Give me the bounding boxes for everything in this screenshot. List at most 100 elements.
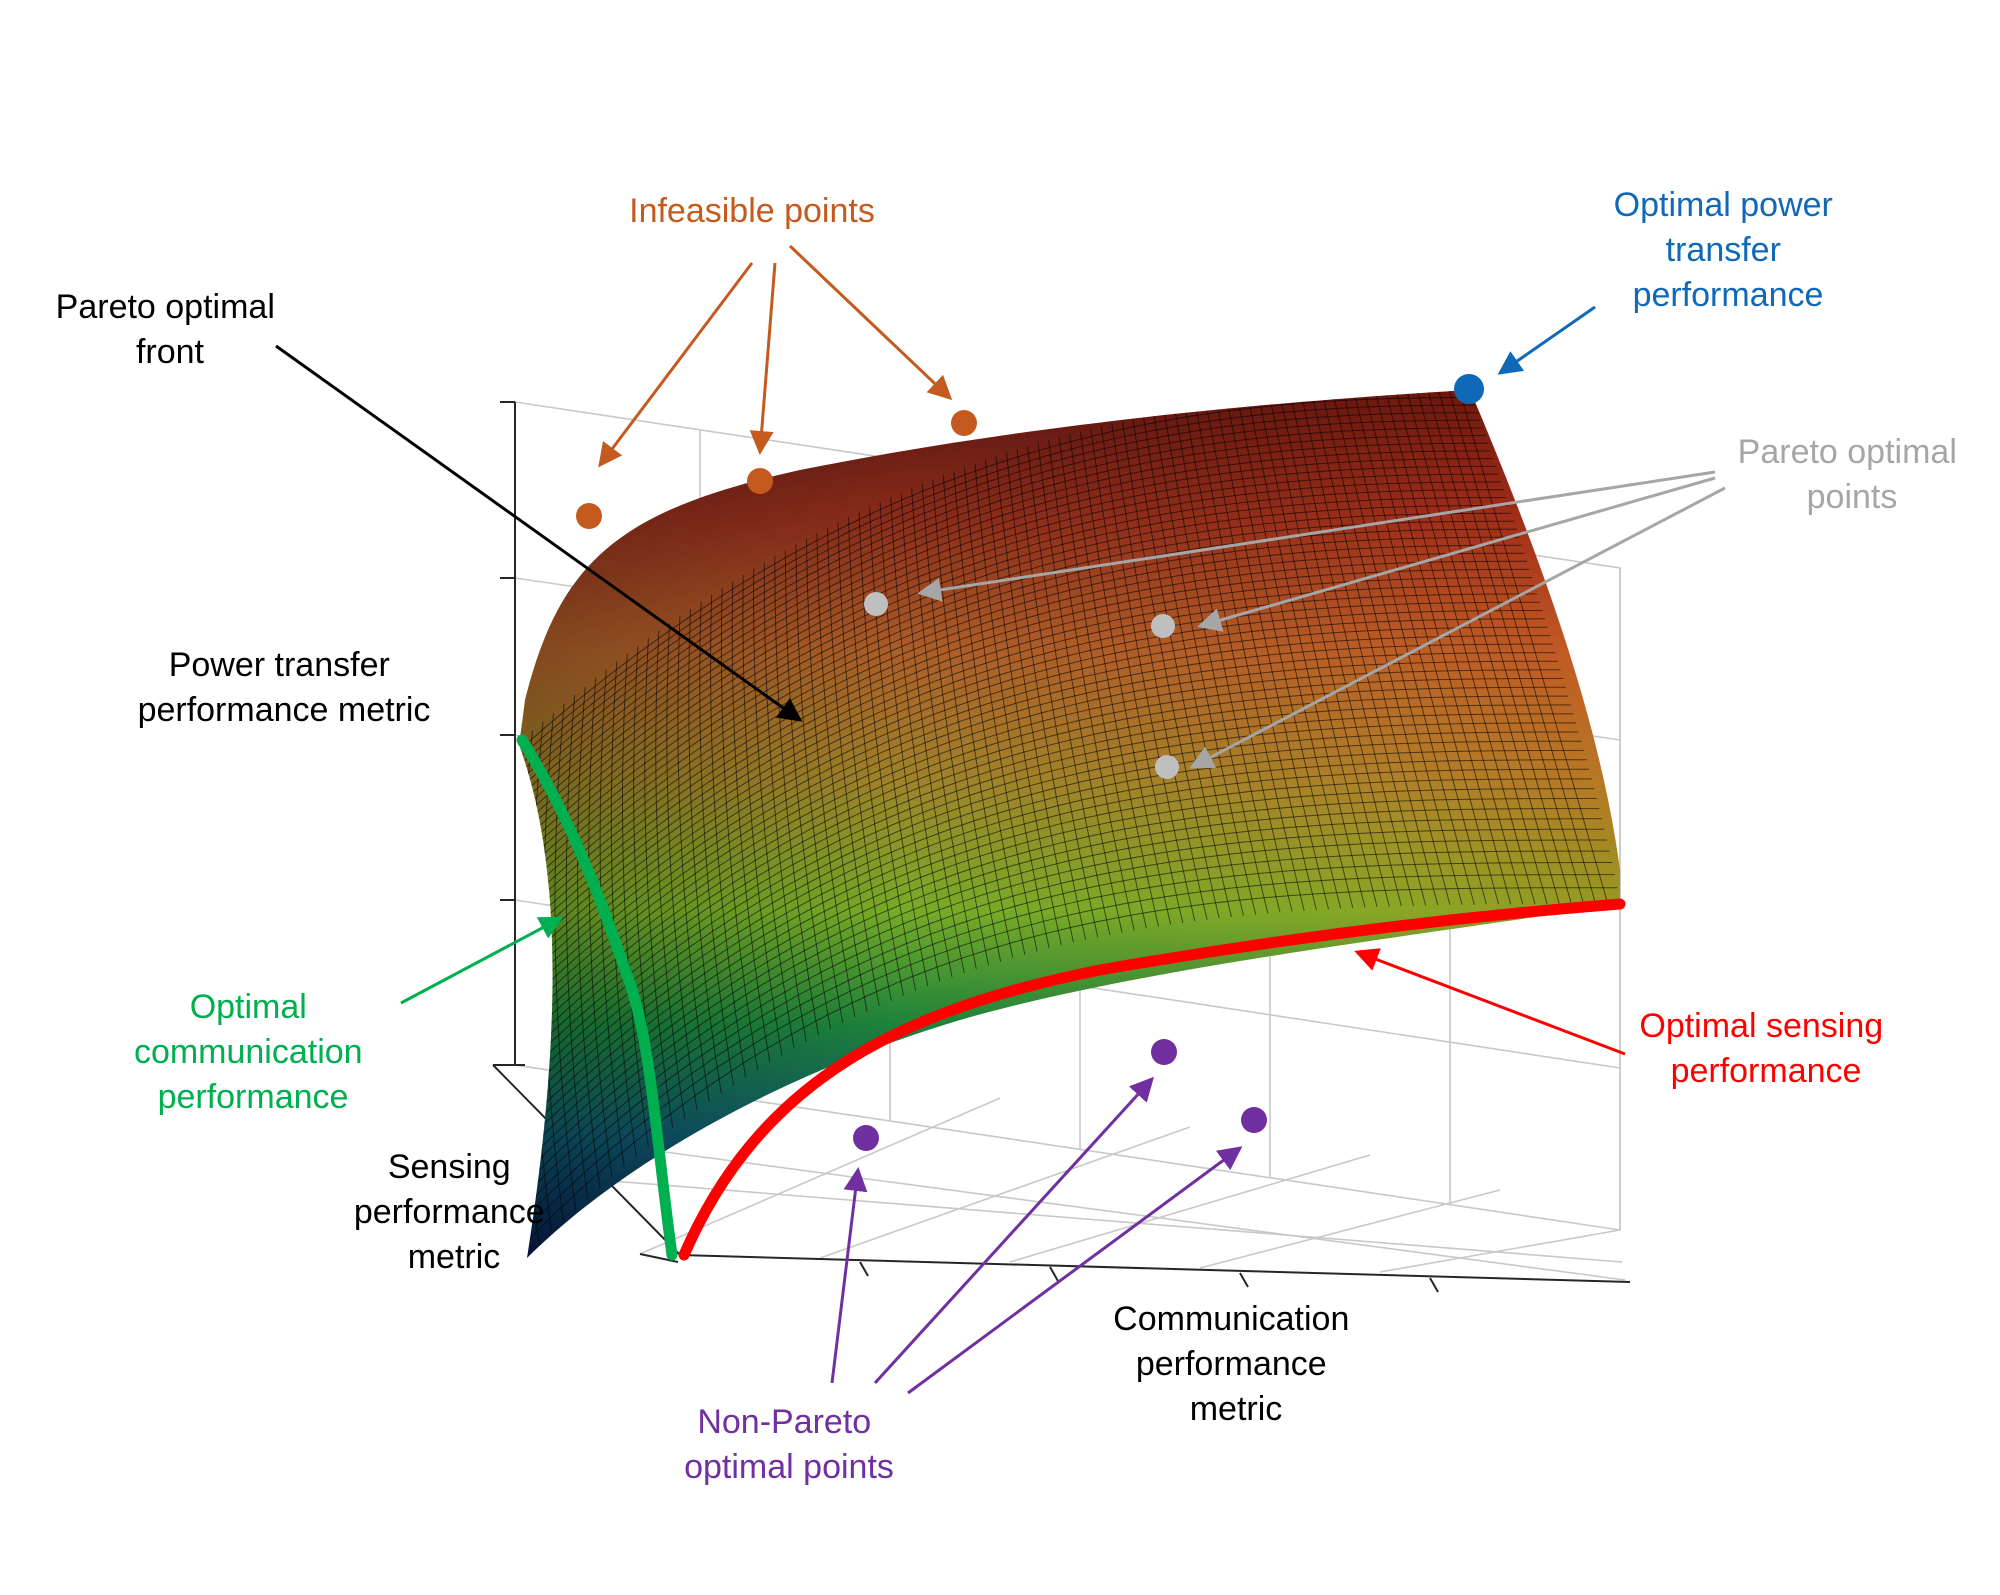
mesh-column-line [610,661,637,1157]
mesh-row-line [526,862,1613,1217]
non-pareto-label-line: optimal points [684,1448,894,1486]
floor-gridline [1009,1154,1371,1263]
mesh-row-line [522,427,1483,779]
infeasible-point [747,468,773,494]
mesh-column-line [774,556,819,1036]
mesh-column-line [1322,393,1451,906]
optimal-communication-label-line: performance [158,1078,349,1116]
mesh-column-line [588,678,613,1178]
power-axis-label-line: performance metric [138,691,431,729]
pareto-optimal-point [864,592,888,616]
mesh-column-line [784,550,832,1030]
mesh-column-line [1459,390,1609,905]
pareto-front-label: Pareto optimal front [56,288,285,371]
mesh-column-line [688,608,722,1094]
mesh-column-line [621,653,649,1147]
communication-axis-label: Communication performance metric [1113,1300,1359,1428]
mesh-column-line [1406,390,1548,905]
pareto-points-arrow [917,470,1716,602]
infeasible-point [576,503,602,529]
mesh-column-line [1227,403,1342,909]
mesh-column-line [1058,436,1147,929]
optimal-power-label-line: Optimal power [1614,186,1833,224]
mesh-column-line [677,615,710,1102]
optimal-communication-arrow [400,916,564,1005]
mesh-row-line [525,788,1595,1143]
mesh-column-line [974,463,1050,949]
mesh-column-line [1237,401,1354,909]
mesh-column-line [1374,391,1512,905]
mesh-row-line [525,768,1589,1123]
floor-gridline [1379,1229,1621,1273]
mesh-column-line [837,522,892,1001]
communication-axis-label-line: Communication [1113,1300,1349,1338]
mesh-column-line [1153,415,1257,915]
floor-gridline [1199,1189,1501,1269]
non-pareto-arrow [830,1167,868,1384]
mesh-column-line [1216,404,1329,910]
mesh-row-line [525,713,1574,1067]
mesh-row-line [522,497,1507,849]
x-tick [1429,1277,1439,1293]
mesh-column-line [953,471,1026,955]
communication-axis-label-line: metric [1190,1390,1283,1428]
mesh-column-line [1027,446,1111,936]
mesh-column-line [565,695,589,1199]
non-pareto-point [1241,1107,1267,1133]
mesh-column-line [921,483,989,966]
annotation-arrows [275,244,1726,1395]
non-pareto-arrow [907,1146,1243,1395]
mesh-row-line [522,458,1494,810]
mesh-column-line [763,562,807,1042]
optimal-power-point [1454,374,1484,404]
x-tick [859,1261,869,1277]
mesh-column-line [1269,398,1390,907]
mesh-column-line [720,588,759,1070]
mesh-column-line [1290,396,1414,906]
mesh-row-line [522,504,1509,857]
x-axis-line [679,1254,1631,1283]
non-pareto-label: Non-Pareto optimal points [684,1403,894,1486]
non-pareto-label-line: Non-Pareto [697,1403,871,1441]
non-pareto-point [853,1125,879,1151]
mesh-column-line [644,638,674,1128]
surface-mesh [520,390,1618,1246]
mesh-column-line [932,479,1002,962]
mesh-row-line [523,593,1538,946]
mesh-column-line [848,516,904,996]
mesh-row-line [525,798,1597,1153]
mesh-column-line [1343,392,1475,905]
mesh-row-line [526,839,1608,1194]
mesh-column-line [710,594,747,1078]
mesh-column-line [1416,390,1560,905]
mesh-column-line [879,502,941,982]
infeasible-point [951,410,977,436]
optimal-power-label-line: performance [1633,276,1824,314]
sensing-axis-label: Sensing performance metric [354,1148,554,1276]
optimal-power-label: Optimal power transfer performance [1614,186,1843,314]
pareto-points-label-line: points [1807,478,1898,516]
pareto-front-label-line: front [136,333,205,371]
pareto-front-arrow [275,344,803,722]
mesh-row-line [522,442,1489,794]
mesh-column-line [795,544,844,1023]
mesh-row-line [523,520,1515,873]
optimal-power-arrow [1497,305,1596,375]
mesh-column-line [753,568,795,1049]
sensing-axis-label-line: metric [408,1238,501,1276]
floor-gridline [599,1179,1623,1263]
mesh-column-line [731,581,771,1063]
infeasible-arrow [749,262,777,455]
labels: Pareto optimal front Infeasible points O… [56,186,1957,1486]
mesh-column-line [1332,393,1463,905]
non-pareto-point [1151,1039,1177,1065]
mesh-column-line [1111,423,1208,920]
mesh-column-line [995,456,1074,943]
mesh-row-line [523,560,1527,913]
mesh-column-line [1448,390,1597,905]
mesh-column-line [1100,426,1196,922]
mesh-column-line [554,703,577,1211]
mesh-column-line [911,488,977,970]
mesh-column-line [520,730,540,1246]
